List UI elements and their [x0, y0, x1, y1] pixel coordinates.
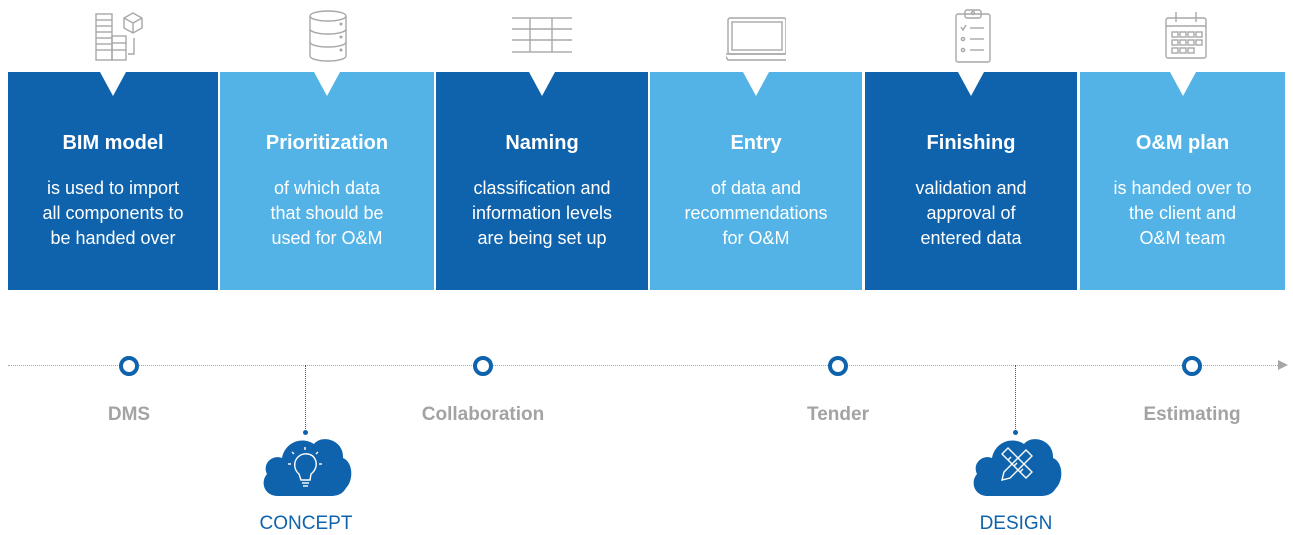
step-title: BIM model [62, 132, 164, 154]
step-description: classification and information levels ar… [471, 178, 613, 248]
step-title: O&M plan [1135, 132, 1230, 154]
database-icon [298, 6, 358, 66]
step-description: of which data that should be used for O&… [270, 178, 384, 248]
milestone-node-dms [119, 356, 139, 376]
step-description: is handed over to the client and O&M tea… [1113, 178, 1252, 248]
table-grid-icon [512, 6, 572, 66]
phase-connector-dot [303, 430, 308, 435]
phase-connector-design [1015, 365, 1016, 433]
pencil-ruler-icon [968, 430, 1064, 502]
milestone-node-estimating [1182, 356, 1202, 376]
phase-label-concept: CONCEPT [259, 513, 353, 534]
step-entry: Entry of data and recommendations for O&… [650, 72, 862, 290]
clipboard-checklist-icon [942, 6, 1002, 66]
step-notch [1169, 72, 1196, 96]
calendar-icon [1156, 6, 1216, 66]
timeline-arrow-icon [1278, 360, 1288, 370]
step-notch [100, 72, 126, 96]
milestone-label-dms: DMS [107, 404, 151, 425]
step-notch [958, 72, 984, 96]
timeline-axis [8, 365, 1278, 366]
step-title: Finishing [926, 132, 1016, 154]
step-description: is used to import all components to be h… [42, 178, 184, 248]
phase-connector-concept [305, 365, 306, 433]
phase-label-design: DESIGN [979, 513, 1053, 534]
milestone-label-estimating: Estimating [1143, 404, 1241, 425]
step-title: Prioritization [265, 132, 389, 154]
process-steps: BIM model is used to import all componen… [0, 72, 1293, 290]
milestone-label-tender: Tender [807, 404, 869, 425]
timeline: DMS Collaboration Tender Estimating CONC… [0, 290, 1293, 535]
step-naming: Naming classification and information le… [436, 72, 648, 290]
step-title: Naming [505, 132, 579, 154]
milestone-label-collaboration: Collaboration [421, 404, 545, 425]
step-om-plan: O&M plan is handed over to the client an… [1080, 72, 1285, 290]
building-model-icon [88, 6, 148, 66]
step-description: validation and approval of entered data [915, 178, 1027, 248]
lightbulb-icon [258, 430, 354, 502]
milestone-node-tender [828, 356, 848, 376]
icon-row [0, 0, 1293, 72]
step-notch [743, 72, 769, 96]
step-description: of data and recommendations for O&M [684, 178, 828, 248]
step-finishing: Finishing validation and approval of ent… [865, 72, 1077, 290]
step-notch [314, 72, 340, 96]
phase-connector-dot [1013, 430, 1018, 435]
step-prioritization: Prioritization of which data that should… [220, 72, 434, 290]
step-notch [529, 72, 555, 96]
step-bim-model: BIM model is used to import all componen… [8, 72, 218, 290]
step-title: Entry [730, 132, 782, 154]
milestone-node-collaboration [473, 356, 493, 376]
laptop-icon [726, 6, 786, 66]
